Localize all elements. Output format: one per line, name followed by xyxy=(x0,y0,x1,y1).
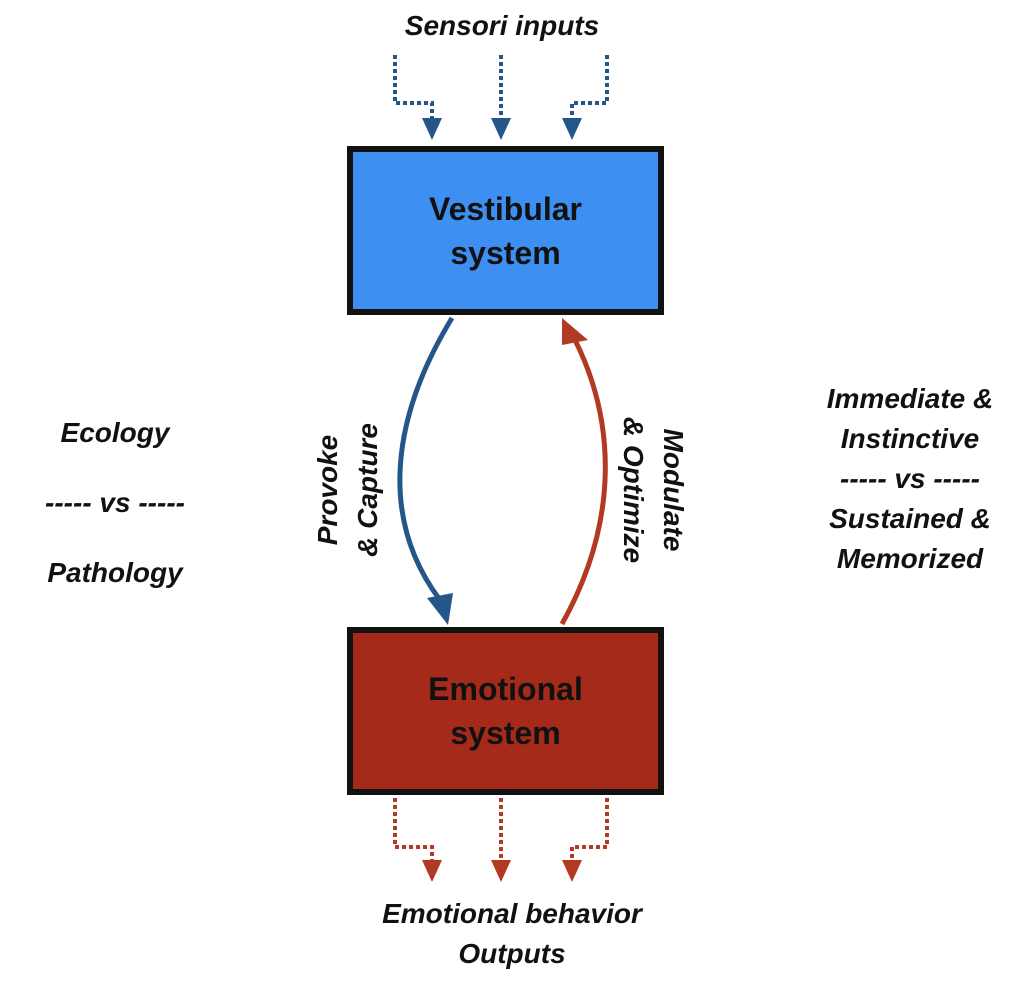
provoke-arrowhead xyxy=(427,593,453,625)
outputs-line1: Emotional behavior xyxy=(382,898,642,929)
modulate-line2: & Optimize xyxy=(618,416,649,564)
emotional-system-box: Emotional system xyxy=(347,627,664,795)
ecology-pathology-block: Ecology ----- vs ----- Pathology xyxy=(10,398,220,608)
vestibular-box-line2: system xyxy=(450,234,561,271)
emotional-box-line1: Emotional xyxy=(428,671,583,707)
input-arrow-right xyxy=(570,55,609,118)
output-arrows xyxy=(393,798,609,860)
input-arrowheads xyxy=(422,118,582,140)
provoke-line2: & Capture xyxy=(352,423,383,557)
input-arrow-left xyxy=(393,55,434,118)
output-arrowhead-center xyxy=(491,860,511,882)
immediate-label: Immediate & xyxy=(826,383,994,414)
output-arrow-right xyxy=(570,798,609,860)
instinctive-label: Instinctive xyxy=(840,423,980,454)
optimize-arrowhead xyxy=(562,318,588,345)
output-arrowhead-left xyxy=(422,860,442,882)
input-arrowhead-left xyxy=(422,118,442,140)
outputs-label: Emotional behavior Outputs xyxy=(312,894,712,974)
optimize-arrow xyxy=(559,338,608,626)
sustained-label: Sustained & xyxy=(829,503,991,534)
input-arrowhead-center xyxy=(491,118,511,140)
ecology-label: Ecology xyxy=(60,417,170,448)
input-arrows xyxy=(393,55,609,118)
vestibular-system-box: Vestibular system xyxy=(347,146,664,315)
output-arrowheads xyxy=(422,860,582,882)
outputs-line2: Outputs xyxy=(458,938,566,969)
left-vs-divider: ----- vs ----- xyxy=(45,487,185,518)
provoke-arrow xyxy=(397,316,455,602)
modulate-optimize-label: Modulate & Optimize xyxy=(613,340,693,640)
input-arrowhead-right xyxy=(562,118,582,140)
modulate-line1: Modulate xyxy=(658,428,689,552)
timescale-block: Immediate & Instinctive ----- vs ----- S… xyxy=(800,379,1020,579)
memorized-label: Memorized xyxy=(836,543,984,574)
pathology-label: Pathology xyxy=(47,557,183,588)
provoke-line1: Provoke xyxy=(312,434,343,546)
right-vs-divider: ----- vs ----- xyxy=(840,463,980,494)
sensori-inputs-label: Sensori inputs xyxy=(404,10,600,41)
output-arrowhead-right xyxy=(562,860,582,882)
output-arrow-left xyxy=(393,798,434,860)
emotional-box-line2: system xyxy=(450,715,561,751)
vestibular-box-line1: Vestibular xyxy=(429,190,582,227)
provoke-capture-label: Provoke & Capture xyxy=(308,340,388,640)
